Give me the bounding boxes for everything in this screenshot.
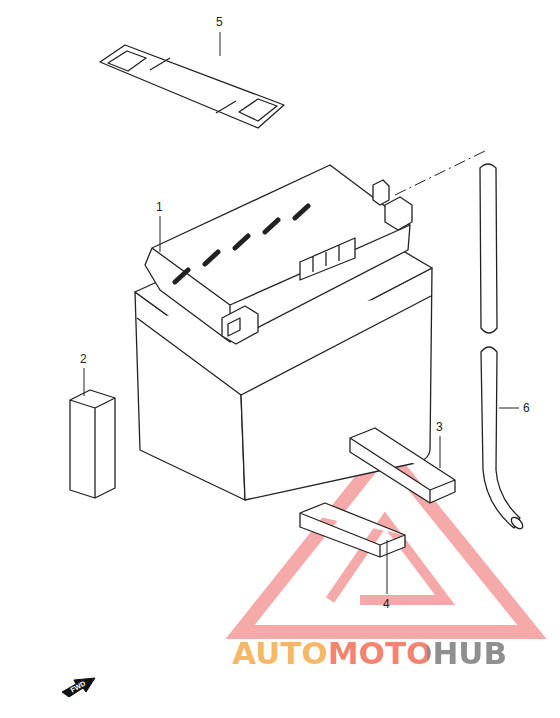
fwd-arrow	[62, 678, 95, 697]
callout-number: 1	[156, 201, 163, 213]
callout-number: 5	[216, 16, 223, 28]
terminal	[222, 306, 258, 344]
callout-number: 2	[80, 353, 87, 365]
callout-number: 4	[383, 598, 390, 610]
cushion-pad	[350, 428, 455, 503]
watermark: AUTOMOTOHUB	[232, 638, 507, 669]
battery-strap	[100, 45, 284, 128]
callout-number: 3	[436, 421, 443, 433]
spacer-pad	[70, 390, 115, 498]
callout-number: 6	[523, 402, 530, 414]
breather-tube	[480, 164, 497, 333]
